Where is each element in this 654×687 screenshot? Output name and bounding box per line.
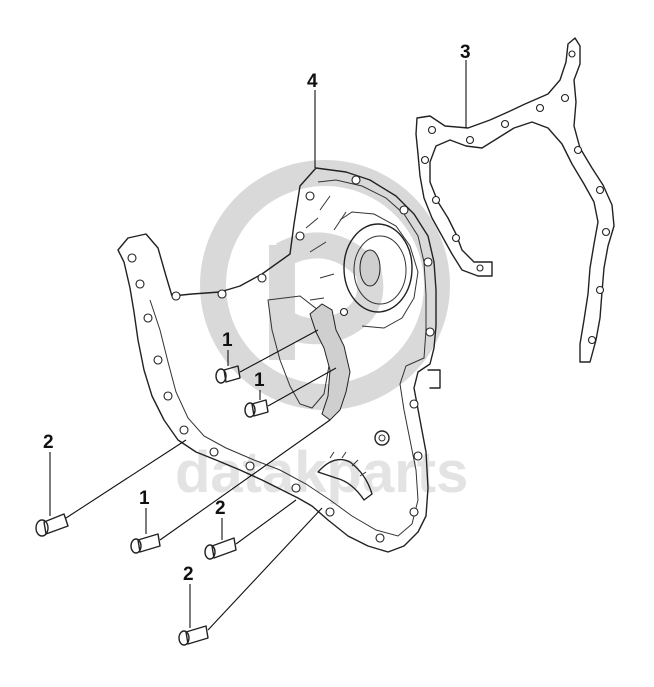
callout-3: 3: [460, 42, 471, 63]
leader-lines: [49, 60, 467, 631]
callout-labels: 3 4 1 1 2 1 2 2: [43, 42, 471, 585]
bolt-part-1-b: [244, 399, 269, 418]
callout-4: 4: [307, 71, 318, 92]
bolt-part-1-a: [215, 365, 241, 384]
callout-1c: 1: [139, 488, 150, 509]
gasket-part-3: [415, 37, 615, 363]
callout-2b: 2: [215, 498, 226, 519]
bolt-part-1-c: [130, 533, 161, 554]
callout-1b: 1: [254, 370, 265, 391]
callout-1a: 1: [222, 330, 233, 351]
bolt-part-2-b: [204, 537, 237, 560]
callout-2c: 2: [183, 564, 194, 585]
bolt-part-2-a: [35, 513, 69, 537]
callout-2a: 2: [43, 432, 54, 453]
bolt-part-2-c: [178, 625, 209, 646]
front-cover-part-4: [117, 167, 441, 553]
